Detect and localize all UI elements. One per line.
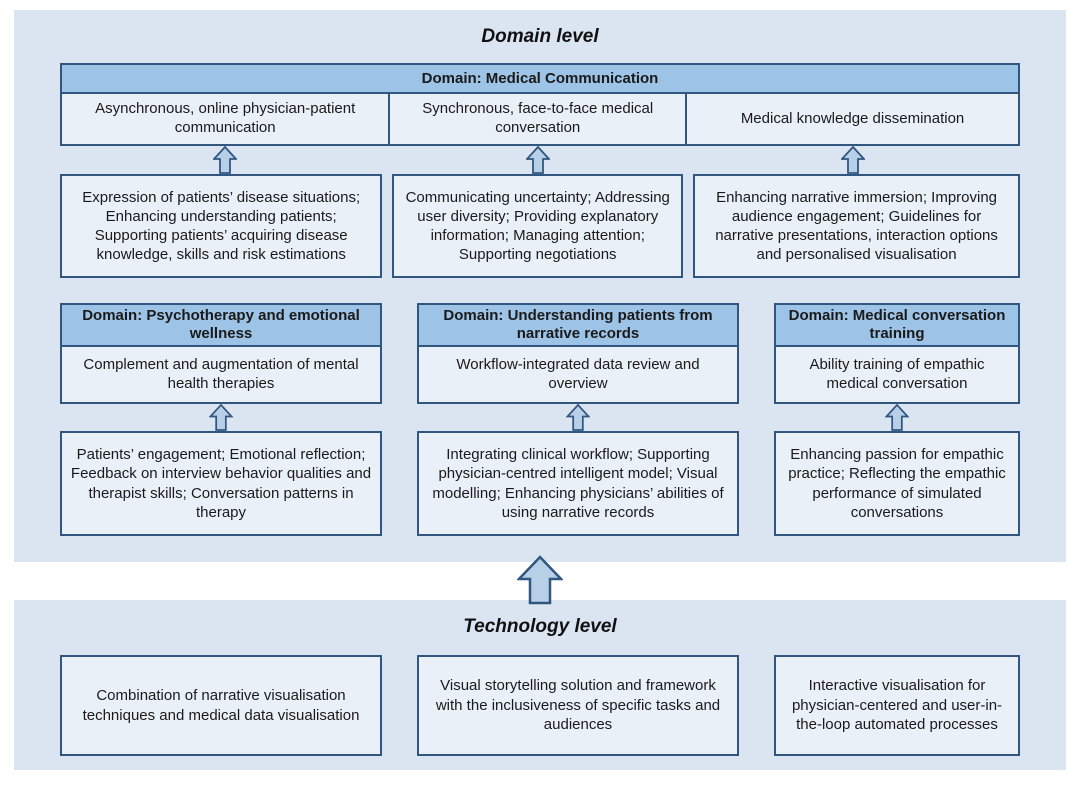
detail-narrative-records: Integrating clinical workflow; Supportin…: [417, 431, 739, 536]
domain-card-header: Domain: Medical conversation training: [774, 303, 1020, 347]
tech-box-narrative-visualisation: Combination of narrative visualisation t…: [60, 655, 382, 756]
domain-card-narrative-records: Domain: Understanding patients from narr…: [417, 303, 739, 404]
arrow-cell: [774, 404, 1020, 431]
subdomain-async-communication: Asynchronous, online physician-patient c…: [60, 94, 391, 146]
domain-card-body: Complement and augmentation of mental he…: [60, 347, 382, 404]
detail-knowledge-dissemination: Enhancing narrative immersion; Improving…: [693, 174, 1020, 278]
technology-level-title: Technology level: [463, 616, 617, 637]
up-arrow-icon: [209, 404, 233, 431]
arrow-cell: [685, 146, 1020, 174]
technology-level-panel: Technology level Combination of narrativ…: [14, 600, 1066, 770]
arrow-cell: [417, 404, 739, 431]
domain-card-header: Domain: Understanding patients from narr…: [417, 303, 739, 347]
domain-card-body: Ability training of empathic medical con…: [774, 347, 1020, 404]
medical-communication-header: Domain: Medical Communication: [60, 63, 1020, 94]
technology-box-row: Combination of narrative visualisation t…: [60, 655, 1020, 756]
domain-card-psychotherapy: Domain: Psychotherapy and emotional well…: [60, 303, 382, 404]
tech-box-interactive-visualisation: Interactive visualisation for physician-…: [774, 655, 1020, 756]
domain-card-body: Workflow-integrated data review and over…: [417, 347, 739, 404]
up-arrow-icon: [840, 146, 865, 174]
up-arrow-icon: [885, 404, 909, 431]
up-arrow-icon: [213, 146, 237, 174]
big-up-arrow-icon: [517, 555, 563, 605]
subdomain-face-to-face-conversation: Synchronous, face-to-face medical conver…: [390, 94, 688, 146]
subdomain-arrow-row: [60, 146, 1020, 174]
detail-face-to-face-conversation: Communicating uncertainty; Addressing us…: [392, 174, 684, 278]
domain-detail-row: Patients’ engagement; Emotional reflecti…: [60, 431, 1020, 536]
domain-card-header: Domain: Psychotherapy and emotional well…: [60, 303, 382, 347]
domain-arrow-row: [60, 404, 1020, 431]
arrow-cell: [60, 404, 382, 431]
domain-card-row: Domain: Psychotherapy and emotional well…: [60, 303, 1020, 404]
medical-communication-group: Domain: Medical Communication Asynchrono…: [60, 63, 1020, 146]
technology-to-domain-arrow: [0, 554, 1080, 606]
up-arrow-icon: [566, 404, 590, 431]
domain-level-title: Domain level: [481, 26, 599, 47]
subdomain-row: Asynchronous, online physician-patient c…: [60, 94, 1020, 146]
detail-async-communication: Expression of patients’ disease situatio…: [60, 174, 383, 278]
domain-card-conversation-training: Domain: Medical conversation training Ab…: [774, 303, 1020, 404]
subdomain-knowledge-dissemination: Medical knowledge dissemination: [687, 94, 1020, 146]
arrow-cell: [390, 146, 685, 174]
detail-conversation-training: Enhancing passion for empathic practice;…: [774, 431, 1020, 536]
arrow-cell: [60, 146, 390, 174]
detail-psychotherapy: Patients’ engagement; Emotional reflecti…: [60, 431, 382, 536]
domain-level-panel: Domain level Domain: Medical Communicati…: [14, 10, 1066, 562]
tech-box-visual-storytelling: Visual storytelling solution and framewo…: [417, 655, 739, 756]
up-arrow-icon: [525, 146, 550, 174]
subdomain-detail-row: Expression of patients’ disease situatio…: [60, 174, 1020, 278]
